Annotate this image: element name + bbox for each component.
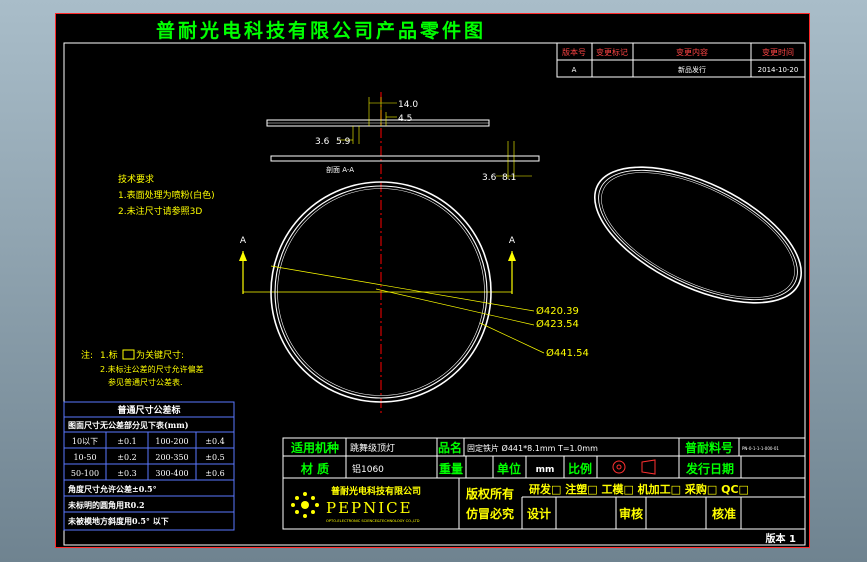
company-name-cn: 普耐光电科技有限公司: [331, 485, 421, 497]
section-marker-left: A: [239, 236, 247, 294]
dia-3: Ø441.54: [546, 347, 589, 359]
tb-label-approve: 核准: [712, 506, 736, 521]
tb-label-release-date: 发行日期: [685, 461, 734, 476]
notes-line1-suffix: 为关键尺寸:: [136, 349, 184, 361]
main-title: 普耐光电科技有限公司产品零件图: [156, 19, 486, 42]
version-label: 版本 1: [766, 532, 796, 545]
company-name-en: OPTO-ELECTRONIC SCIENCE&TECHNOLOGY CO.,L…: [326, 519, 420, 523]
tol-r1-c3: 100-200: [155, 437, 188, 446]
leader-dia-1: [270, 265, 535, 312]
tol-note-2: 未标明的圆角用R0.2: [67, 500, 145, 510]
section-view-top: [266, 97, 490, 144]
tech-requirements: 技术要求 1.表面处理为喷粉(白色) 2.未注尺寸请参照3D: [118, 173, 215, 217]
drawing-canvas: 普耐光电科技有限公司产品零件图 版本号 变更标记 变更内容 变更时间 A 新品发…: [63, 19, 806, 546]
company-logo-icon: [291, 492, 319, 518]
dim-right-left: 3.6: [482, 173, 497, 183]
dim-top-groove: 4.5: [398, 114, 412, 124]
notes-lead: 注:: [81, 349, 93, 361]
tb-value-model: 跳舞级顶灯: [350, 442, 395, 454]
tb-label-material: 材 质: [300, 461, 329, 476]
tech-heading: 技术要求: [118, 173, 154, 185]
tb-copyright-2: 仿冒必究: [466, 506, 514, 521]
tb-label-part-name: 品名: [438, 440, 462, 455]
tol-title: 普通尺寸公差标: [117, 404, 180, 416]
section-marker-right-label: A: [509, 236, 516, 246]
tb-label-design: 设计: [527, 506, 551, 521]
notes-line3: 参见普通尺寸公差表.: [108, 377, 183, 387]
dim-right-right: 8.1: [502, 173, 516, 183]
dim-top-left2: 5.9: [336, 137, 351, 147]
tech-item-1: 1.表面处理为喷粉(白色): [118, 189, 215, 201]
section-marker-right: A: [508, 236, 516, 294]
tb-value-unit: mm: [536, 465, 555, 475]
tolerance-table: 普通尺寸公差标 图面尺寸无公差部分见下表(mm) 10以下 ±0.1 100-2…: [63, 401, 235, 531]
tb-label-unit: 单位: [497, 461, 521, 476]
tb-copyright-1: 版权所有: [466, 486, 514, 501]
tol-r3-c3: 300-400: [155, 469, 188, 478]
key-dimension-symbol: [122, 349, 135, 360]
tb-label-scale: 比例: [568, 461, 592, 476]
tb-label-review: 审核: [619, 506, 643, 521]
ring-front-view: [270, 181, 492, 403]
tb-value-material: 铝1060: [352, 463, 384, 475]
rev-content: 新品发行: [678, 65, 706, 74]
tb-label-model: 适用机种: [291, 440, 339, 455]
tol-r3-c1: 50-100: [71, 469, 99, 478]
rev-header-version: 版本号: [562, 47, 586, 57]
section-view-bottom: [270, 141, 540, 179]
tol-r1-c1: 10以下: [72, 437, 98, 446]
projection-symbol-icon: [612, 459, 656, 475]
tol-r2-c1: 10-50: [73, 453, 96, 462]
revision-table: 版本号 变更标记 变更内容 变更时间 A 新品发行 2014-10-20: [556, 42, 806, 78]
tb-processes: 研发□ 注塑□ 工模□ 机加工□ 采购□ QC□: [529, 482, 749, 496]
rev-version: A: [572, 66, 577, 74]
section-label: 剖面 A-A: [326, 165, 354, 174]
dia-2: Ø423.54: [536, 318, 579, 330]
rev-header-date: 变更时间: [762, 47, 794, 57]
tol-note-3: 未被模地方斜度用0.5° 以下: [67, 516, 169, 526]
tb-label-weight: 重量: [439, 461, 463, 476]
tol-r2-c2: ±0.2: [117, 453, 136, 462]
rev-header-content: 变更内容: [676, 47, 708, 57]
drawing-sheet: 普耐光电科技有限公司产品零件图 版本号 变更标记 变更内容 变更时间 A 新品发…: [55, 13, 810, 548]
company-logo-text: PEPNICE: [326, 499, 413, 517]
dim-top-total: 14.0: [398, 100, 418, 110]
tol-r2-c3: 200-350: [155, 453, 188, 462]
tol-r1-c4: ±0.4: [205, 437, 224, 446]
tol-r3-c2: ±0.3: [117, 469, 136, 478]
tb-value-part-name: 固定铁片 Ø441*8.1mm T=1.0mm: [467, 443, 598, 453]
tol-r2-c4: ±0.5: [205, 453, 224, 462]
tol-subtitle: 图面尺寸无公差部分见下表(mm): [68, 420, 189, 430]
tol-r1-c2: ±0.1: [117, 437, 136, 446]
section-marker-left-label: A: [240, 236, 247, 246]
rev-date: 2014-10-20: [758, 66, 799, 74]
dim-top-left: 3.6: [315, 137, 330, 147]
notes-line2: 2.未标注公差的尺寸允许偏差: [100, 364, 204, 374]
rev-header-mark: 变更标记: [596, 47, 628, 57]
title-block: 适用机种 跳舞级顶灯 品名 固定铁片 Ø441*8.1mm T=1.0mm 普耐…: [282, 437, 806, 530]
notes: 注: 1.标 为关键尺寸: 2.未标注公差的尺寸允许偏差 参见普通尺寸公差表.: [81, 349, 204, 387]
tol-r3-c4: ±0.6: [205, 469, 224, 478]
leader-dia-3: [479, 322, 545, 354]
tb-label-part-no: 普耐料号: [685, 440, 733, 455]
tol-note-1: 角度尺寸允许公差±0.5°: [68, 484, 157, 494]
ring-isometric-view: [593, 166, 803, 304]
tech-item-2: 2.未注尺寸请参照3D: [118, 205, 202, 217]
dia-1: Ø420.39: [536, 305, 579, 317]
leader-dia-2: [375, 288, 535, 326]
tb-value-part-no: PN-0-1-1-1-000-01: [742, 446, 779, 451]
notes-line1-prefix: 1.标: [100, 349, 118, 361]
